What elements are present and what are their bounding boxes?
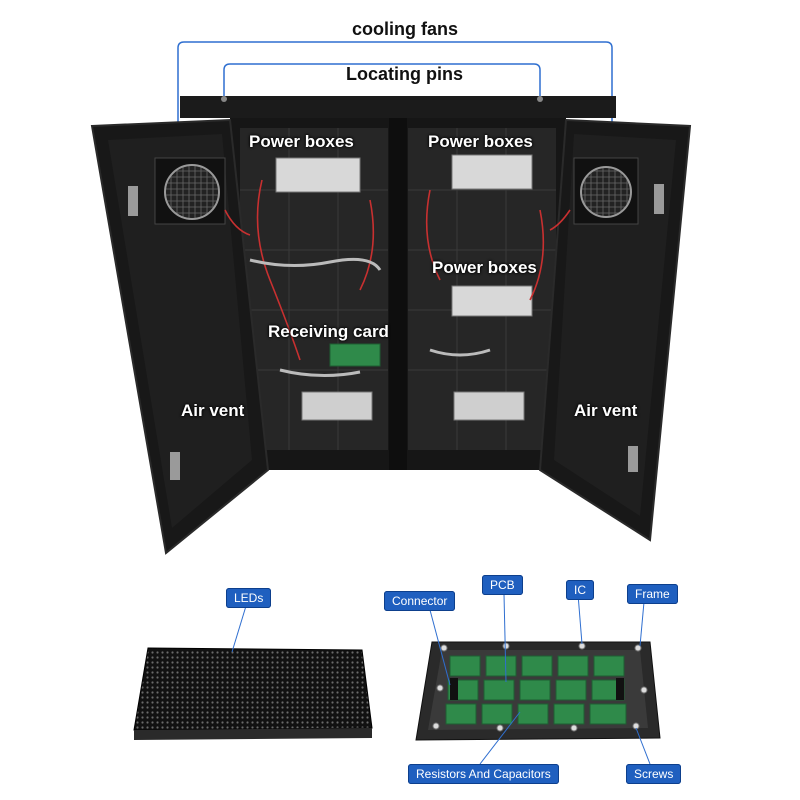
- module-back-screws: [432, 642, 648, 732]
- left-door-inner: [108, 134, 252, 528]
- power-box-lower-right: [453, 391, 525, 421]
- cooling-fans-label: cooling fans: [352, 19, 459, 39]
- power-box-lower-left: [301, 391, 373, 421]
- led-module-face: [133, 647, 373, 731]
- cabinet-center-divider: [389, 118, 407, 470]
- frame-callout: Frame: [627, 584, 678, 604]
- air-vent-left-label: Air vent: [181, 401, 245, 420]
- locating-pins-bracket: [223, 63, 541, 98]
- latch-left-bottom: [170, 452, 180, 480]
- receiving-card-board: [329, 343, 381, 367]
- fan-left: [154, 157, 226, 225]
- top-frame-bar: [180, 96, 616, 118]
- power-boxes-right-label: Power boxes: [428, 132, 533, 151]
- locating-pin-left: [221, 96, 227, 102]
- cooling-fans-bracket: [177, 41, 613, 165]
- module-back-connector: [450, 678, 458, 700]
- power-box-left: [275, 157, 361, 193]
- latch-right-top: [654, 184, 664, 214]
- air-vent-right-label: Air vent: [574, 401, 638, 420]
- latch-left-top: [128, 186, 138, 216]
- power-box-right: [451, 154, 533, 190]
- resistors-capacitors-callout: Resistors And Capacitors: [408, 764, 559, 784]
- leds-callout: LEDs: [226, 588, 272, 608]
- connector-callout: Connector: [384, 591, 456, 611]
- pcb-callout: PCB: [482, 575, 523, 595]
- screws-callout: Screws: [626, 764, 682, 784]
- module-back-pcb-cells: [445, 655, 627, 725]
- latch-right-bottom: [628, 446, 638, 472]
- locating-pin-right: [537, 96, 543, 102]
- locating-pins-label: Locating pins: [346, 64, 463, 84]
- power-boxes-middle-label: Power boxes: [432, 258, 537, 277]
- receiving-card-label: Receiving card: [268, 322, 389, 341]
- fan-right: [573, 157, 639, 225]
- module-back-connector-right: [616, 678, 624, 700]
- module-callout-lines: [429, 593, 651, 765]
- power-box-middle: [451, 285, 533, 317]
- right-door-inner: [554, 134, 676, 516]
- led-module-edge: [134, 728, 372, 740]
- power-boxes-left-label: Power boxes: [249, 132, 354, 151]
- leds-callout-line: [231, 605, 247, 653]
- ic-callout: IC: [566, 580, 594, 600]
- wiring: [224, 179, 571, 378]
